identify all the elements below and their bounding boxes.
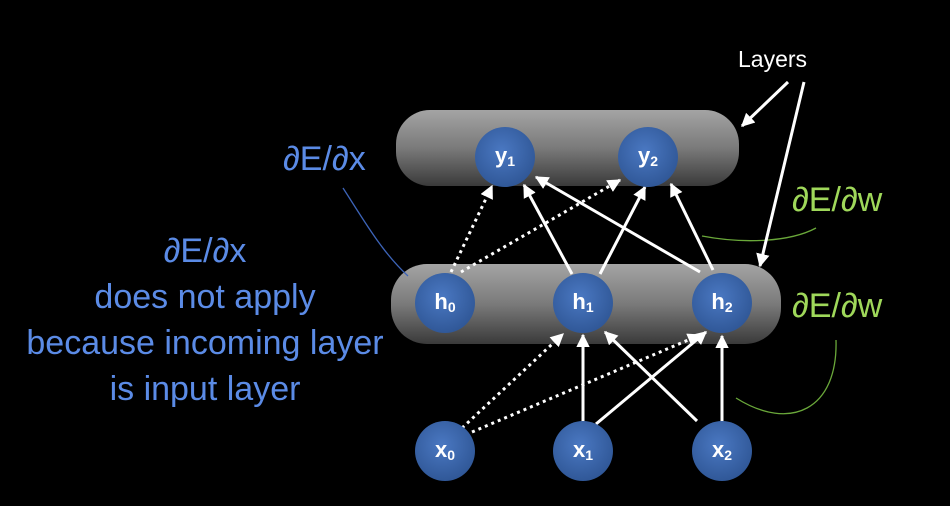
node-h0 [415, 273, 475, 333]
node-label-y1: y1 [494, 143, 516, 169]
node-label-y2: y2 [637, 143, 659, 169]
note-line-3: because incoming layer [26, 324, 384, 362]
dEdw-lower-label: ∂E/∂w [792, 287, 883, 325]
node-label-h0: h0 [434, 289, 456, 315]
node-label-x1: x1 [572, 437, 594, 463]
dotted-arrow-h0-y2 [460, 178, 622, 274]
node-y1 [475, 127, 535, 187]
dotted-arrow-x0-h1 [460, 332, 565, 430]
node-x1 [553, 421, 613, 481]
dEdw-upper-callout-curve [701, 227, 817, 242]
note-line-1: ∂E/∂x [163, 232, 247, 270]
arrow-h1-y2 [598, 185, 647, 275]
node-x2 [692, 421, 752, 481]
arrow-x2-h1 [603, 330, 699, 423]
node-label-h2: h2 [711, 289, 733, 315]
layers-label: Layers [738, 46, 808, 72]
dotted-arrow-h0-y1 [449, 184, 494, 273]
dEdx-label: ∂E/∂x [283, 140, 366, 178]
node-h2 [692, 273, 752, 333]
node-y2 [618, 127, 678, 187]
note-line-4: is input layer [109, 370, 301, 408]
arrow-h2-y2 [669, 182, 715, 271]
node-x0 [415, 421, 475, 481]
node-label-x2: x2 [711, 437, 733, 463]
arrow-h2-y1 [534, 175, 701, 274]
note-line-2: does not apply [94, 278, 316, 316]
dotted-arrow-x0-h2 [471, 333, 702, 434]
dEdw-upper-label: ∂E/∂w [792, 181, 883, 219]
node-label-h1: h1 [572, 289, 594, 315]
node-label-x0: x0 [434, 437, 456, 463]
output-layer-band [396, 110, 739, 186]
layers-arrow-to-hidden [756, 81, 806, 268]
layers-arrow-to-output [740, 80, 790, 128]
node-h1 [553, 273, 613, 333]
dEdw-lower-callout-curve [735, 339, 837, 415]
arrow-h1-y1 [522, 183, 574, 275]
dEdx-callout-curve [342, 187, 409, 277]
input-layer-note: ∂E/∂x does not apply because incoming la… [0, 228, 410, 412]
